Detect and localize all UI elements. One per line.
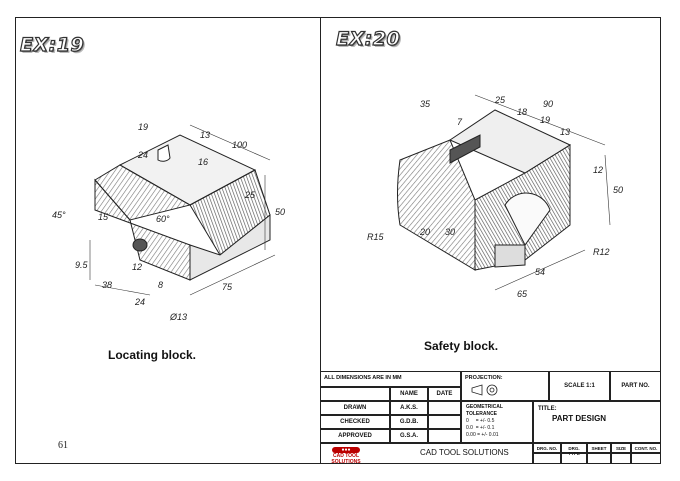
tolerance-3: 0.00 = +/- 0.01 — [466, 432, 499, 438]
dim-12: 12 — [132, 262, 142, 272]
safety-block-drawing: 35 25 90 18 19 13 7 12 50 R15 20 30 54 6… — [367, 94, 623, 299]
company-name: CAD TOOL SOLUTIONS — [420, 448, 509, 457]
exercise-20-title: EX:20 — [335, 27, 401, 50]
dim-38: 38 — [102, 280, 112, 290]
checked-name: G.D.B. — [390, 415, 428, 429]
dim-9-5: 9.5 — [75, 260, 89, 270]
dim-16: 16 — [198, 157, 208, 167]
drawn-label: DRAWN — [320, 401, 390, 415]
dim-12: 12 — [593, 165, 603, 175]
dim-90: 90 — [543, 99, 553, 109]
dim-100: 100 — [232, 140, 247, 150]
sheet-label: SHEET — [587, 443, 611, 453]
dim-13: 13 — [560, 127, 570, 137]
dim-phi13: Ø13 — [169, 312, 187, 322]
all-dimensions-note: ALL DIMENSIONS ARE IN MM — [320, 371, 461, 387]
dim-75: 75 — [222, 282, 233, 292]
safety-block-caption: Safety block. — [424, 339, 499, 353]
dim-35: 35 — [420, 99, 431, 109]
page-number: 61 — [58, 440, 68, 451]
cont-no-label: CONT. NO. — [631, 443, 661, 453]
dim-65: 65 — [517, 289, 528, 299]
title-cell: TITLE: PART DESIGN — [533, 401, 661, 443]
approved-name: G.S.A. — [390, 429, 428, 443]
company-logo: ●●● CAD TOOL SOLUTIONS — [331, 447, 361, 465]
approved-label: APPROVED — [320, 429, 390, 443]
title-block: ALL DIMENSIONS ARE IN MM PROJECTION: SCA… — [320, 371, 661, 465]
drg-type-label: DRG. TYPE — [561, 443, 587, 456]
date-header: DATE — [428, 387, 461, 401]
exercise-19-title: EX:19 — [19, 33, 85, 56]
dim-13: 13 — [200, 130, 210, 140]
dim-18: 18 — [517, 107, 527, 117]
dim-25: 25 — [494, 95, 506, 105]
scale-cell: SCALE 1:1 — [549, 371, 610, 401]
dim-24b: 24 — [134, 297, 145, 307]
title-value: PART DESIGN — [552, 414, 607, 423]
dim-50: 50 — [613, 185, 623, 195]
title-label: TITLE: — [538, 406, 557, 412]
dim-45: 45° — [52, 210, 66, 220]
dim-60: 60° — [156, 214, 170, 224]
dim-50: 50 — [275, 207, 285, 217]
drg-no-label: DRG. NO. — [533, 443, 561, 453]
page-divider — [320, 17, 321, 464]
tolerance-cell: GEOMETRICAL TOLERANCE 0 = +/- 0.5 0.0 = … — [461, 401, 533, 443]
checked-label: CHECKED — [320, 415, 390, 429]
dim-25: 25 — [244, 190, 256, 200]
dim-8: 8 — [158, 280, 163, 290]
dim-r15: R15 — [367, 232, 385, 242]
geo-tolerance-label: GEOMETRICAL TOLERANCE — [466, 404, 503, 417]
dim-7: 7 — [457, 117, 463, 127]
dim-15: 15 — [98, 212, 109, 222]
name-header: NAME — [390, 387, 428, 401]
projection-label: PROJECTION: — [465, 375, 503, 381]
part-no-cell: PART NO. — [610, 371, 661, 401]
tolerance-2: 0.0 = +/- 0.1 — [466, 425, 495, 431]
dim-20: 20 — [419, 227, 430, 237]
locating-block-caption: Locating block. — [108, 348, 197, 362]
drawn-name: A.K.S. — [390, 401, 428, 415]
projection-symbol-icon — [471, 384, 498, 396]
dim-r12: R12 — [593, 247, 610, 257]
dim-19: 19 — [540, 115, 550, 125]
locating-block-drawing: 19 13 24 16 100 45° 25 60° 15 50 9.5 12 … — [52, 122, 285, 322]
size-label: SIZE — [611, 443, 631, 453]
dim-19: 19 — [138, 122, 148, 132]
tolerance-1: 0 = +/- 0.5 — [466, 418, 495, 424]
dim-30: 30 — [445, 227, 455, 237]
dim-24: 24 — [137, 150, 148, 160]
dim-54: 54 — [535, 267, 545, 277]
projection-cell: PROJECTION: — [461, 371, 549, 401]
